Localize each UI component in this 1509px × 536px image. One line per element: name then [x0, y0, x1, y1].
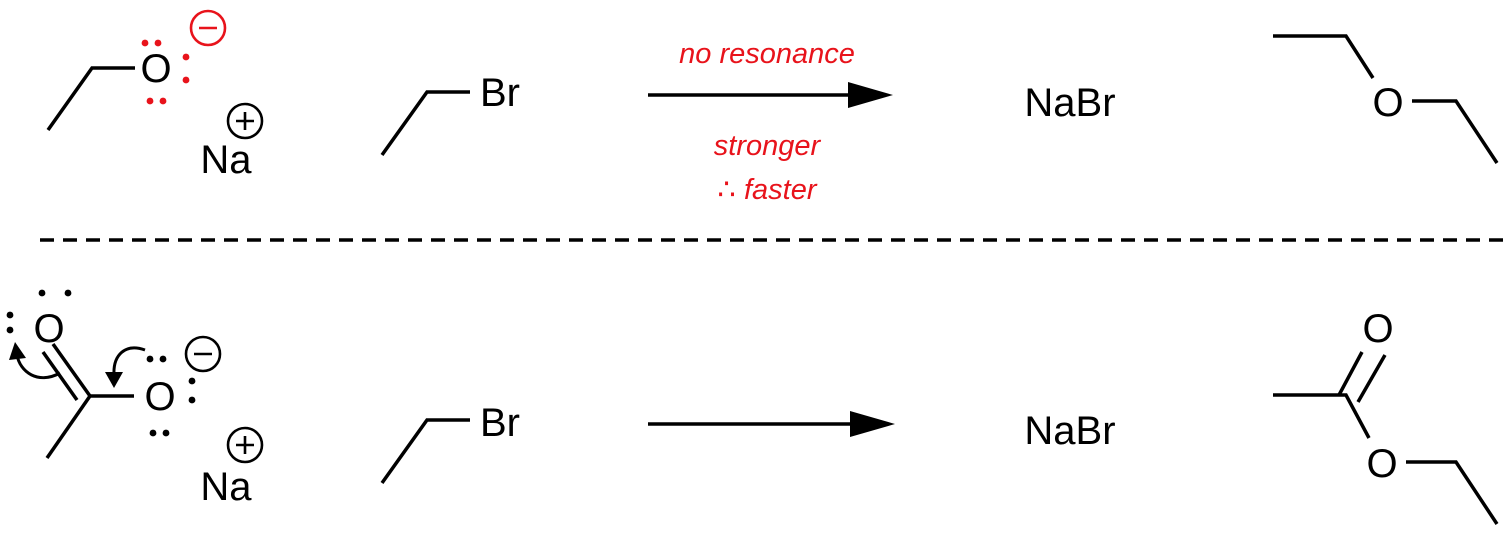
sodium-counterion-label: Na [200, 138, 252, 182]
acetate-carbonyl-bond-2 [41, 350, 79, 402]
ethoxide-lone-pairs [141, 39, 190, 105]
top-reaction: O Na Br no resonance s [46, 9, 1499, 206]
bottom-sodium-bromide-label: NaBr [1024, 409, 1115, 453]
diethyl-ether-left-chain [1273, 34, 1375, 79]
bottom-ethyl-bromide-structure: Br [380, 401, 520, 485]
ethyl-bromide-carbon-chain [380, 90, 470, 157]
acetate-anionic-oxygen-label: O [144, 375, 175, 419]
diethyl-ether-right-chain [1412, 99, 1499, 164]
ethyl-acetate-ester-oxygen-label: O [1366, 442, 1397, 486]
ethyl-bromide-structure: Br [380, 71, 520, 157]
condition-stronger: stronger [714, 130, 822, 162]
diethyl-ether-structure: O [1273, 34, 1499, 164]
acetate-methyl-bond [45, 395, 92, 459]
ethoxide-structure: O Na [46, 9, 264, 182]
condition-therefore-faster: ∴ faster [717, 174, 817, 206]
top-sodium-bromide-label: NaBr [1024, 81, 1115, 125]
ethyl-acetate-structure: O O [1273, 307, 1499, 525]
bottom-sodium-counterion-label: Na [200, 465, 252, 509]
ethyl-acetate-carbonyl-bond-1 [1337, 351, 1364, 396]
bottom-sodium-positive-charge-icon [226, 426, 264, 464]
ethyl-acetate-ethyl-chain [1406, 460, 1499, 525]
bromine-label: Br [480, 71, 520, 115]
reaction-arrow-top-head [848, 82, 893, 108]
condition-no-resonance: no resonance [679, 38, 855, 70]
ethoxide-oxygen-label: O [140, 47, 171, 91]
acetate-lone-pairs [6, 289, 196, 437]
ethoxide-negative-charge-icon [189, 9, 227, 47]
curved-arrow-pi-bond-to-oxygen-head [9, 342, 26, 360]
bottom-reaction: O O Na [6, 289, 1499, 525]
bottom-ethyl-bromide-carbon-chain [380, 418, 470, 485]
acetate-carbonyl-bond-1 [51, 342, 92, 398]
sodium-positive-charge-icon [226, 102, 264, 140]
acetate-structure: O O Na [6, 289, 264, 509]
curved-arrow-oxygen-to-carbonyl-head [105, 372, 123, 388]
ethyl-acetate-backbone [1273, 393, 1371, 439]
ethyl-acetate-carbonyl-oxygen-label: O [1362, 307, 1393, 351]
curved-arrow-pi-bond-to-oxygen [15, 354, 61, 380]
acetate-carbonyl-oxygen-label: O [33, 307, 64, 351]
ethoxide-carbon-chain [46, 66, 135, 132]
curved-arrow-oxygen-to-carbonyl [112, 346, 146, 376]
diethyl-ether-oxygen-label: O [1372, 81, 1403, 125]
acetate-negative-charge-icon [184, 335, 222, 373]
reaction-arrow-bottom-head [850, 411, 895, 437]
bottom-bromine-label: Br [480, 401, 520, 445]
ethyl-acetate-carbonyl-bond-2 [1356, 354, 1387, 403]
